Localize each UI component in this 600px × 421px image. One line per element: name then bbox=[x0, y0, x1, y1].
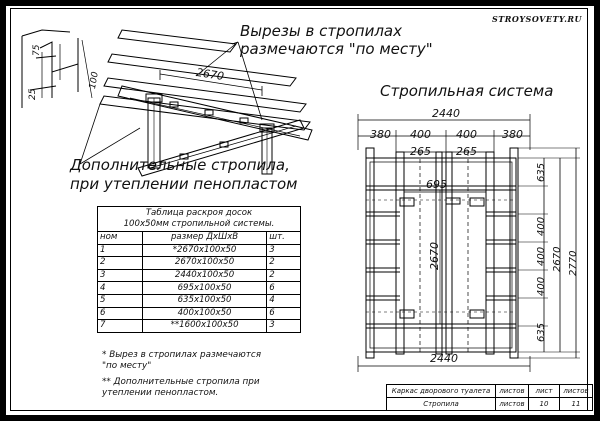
table-row: 5 635x100x50 4 bbox=[97, 293, 301, 308]
row-size: *2670x100x50 bbox=[141, 243, 268, 258]
header-size: размер ДхШхВ bbox=[141, 231, 268, 245]
row-qty: 2 bbox=[266, 268, 301, 283]
watermark: STROYSOVETY.RU bbox=[491, 14, 582, 24]
title-block-row-2: Стропила листов 10 11 bbox=[386, 397, 593, 411]
note-2-line2: утеплении пенопластом. bbox=[102, 388, 219, 398]
callout-extra-line1: Дополнительные стропила, bbox=[70, 156, 290, 174]
callout-extra-line2: при утеплении пенопластом bbox=[70, 175, 298, 193]
table-row: 7 **1600x100x50 3 bbox=[97, 319, 301, 333]
note-1-line1: * Вырез в стропилах размечаются bbox=[102, 350, 261, 360]
row-num: 4 bbox=[97, 281, 143, 295]
cut-table: Таблица раскроя досок 100x50мм стропильн… bbox=[97, 206, 301, 333]
row-qty: 3 bbox=[266, 319, 301, 333]
table-row: 3 2440x100x50 2 bbox=[97, 268, 301, 283]
row-size: **1600x100x50 bbox=[141, 319, 268, 333]
row-size: 2670x100x50 bbox=[141, 256, 268, 270]
row-qty: 6 bbox=[266, 306, 301, 321]
header-num: ном bbox=[97, 231, 143, 245]
drawing-frame bbox=[10, 8, 588, 411]
dim-bottom-2440: 2440 bbox=[430, 352, 458, 365]
cut-table-caption-line1: Таблица раскроя досок bbox=[145, 208, 253, 218]
row-num: 2 bbox=[97, 256, 143, 270]
dim-right-400-a: 400 bbox=[536, 216, 547, 236]
sheet-header: лист bbox=[528, 384, 560, 398]
row-qty: 4 bbox=[266, 293, 301, 308]
row-size: 2440x100x50 bbox=[141, 268, 268, 283]
callout-cuts-line1: Вырезы в стропилах bbox=[240, 22, 402, 40]
dim-seg-380-right: 380 bbox=[502, 128, 523, 141]
note-2-line1: ** Дополнительные стропила при bbox=[102, 377, 260, 387]
title-block-row-1: Каркас дворового туалета листов лист лис… bbox=[386, 384, 593, 398]
row-num: 3 bbox=[97, 268, 143, 283]
cut-table-caption-line2: 100x50мм стропильной системы. bbox=[123, 219, 275, 229]
dim-seg-400-right: 400 bbox=[456, 128, 477, 141]
note-1-line2: "по месту" bbox=[102, 361, 152, 371]
sheet-label-2: листов bbox=[495, 397, 529, 411]
table-row: 6 400x100x50 6 bbox=[97, 306, 301, 321]
cut-table-caption: Таблица раскроя досок 100x50мм стропильн… bbox=[97, 206, 301, 232]
sheets-total: 11 bbox=[559, 397, 593, 411]
sheet-label: листов bbox=[495, 384, 529, 398]
system-title: Стропильная система bbox=[380, 82, 554, 100]
dim-total-2770: 2770 bbox=[568, 250, 579, 276]
row-qty: 6 bbox=[266, 281, 301, 295]
dim-right-635-bottom: 635 bbox=[536, 322, 547, 342]
cut-table-caption-row: Таблица раскроя досок 100x50мм стропильн… bbox=[97, 206, 301, 232]
title-block: Каркас дворового туалета листов лист лис… bbox=[386, 384, 593, 411]
row-qty: 2 bbox=[266, 256, 301, 270]
table-row: 4 695x100x50 6 bbox=[97, 281, 301, 295]
dim-right-635-top: 635 bbox=[536, 162, 547, 182]
callout-cuts-line2: размечаются "по месту" bbox=[240, 40, 433, 58]
drawing-name: Стропила bbox=[386, 397, 496, 411]
table-row: 2 2670x100x50 2 bbox=[97, 256, 301, 270]
table-row: 1 *2670x100x50 3 bbox=[97, 243, 301, 258]
dim-seg-380-left: 380 bbox=[370, 128, 391, 141]
sheet-number: 10 bbox=[528, 397, 560, 411]
dim-695: 695 bbox=[426, 178, 447, 191]
row-num: 6 bbox=[97, 306, 143, 321]
dim-seg-265-left: 265 bbox=[410, 145, 431, 158]
row-num: 5 bbox=[97, 293, 143, 308]
row-size: 635x100x50 bbox=[141, 293, 268, 308]
row-num: 7 bbox=[97, 319, 143, 333]
project-name: Каркас дворового туалета bbox=[386, 384, 496, 398]
row-qty: 3 bbox=[266, 243, 301, 258]
sheets-header: листов bbox=[559, 384, 593, 398]
dim-2670-inner: 2670 bbox=[428, 242, 441, 270]
dim-right-400-c: 400 bbox=[536, 276, 547, 296]
row-size: 400x100x50 bbox=[141, 306, 268, 321]
row-num: 1 bbox=[97, 243, 143, 258]
dim-right-400-b: 400 bbox=[536, 246, 547, 266]
header-qty: шт. bbox=[266, 231, 301, 245]
cut-table-header-row: ном размер ДхШхВ шт. bbox=[97, 231, 301, 245]
dim-total-2670: 2670 bbox=[552, 246, 563, 272]
row-size: 695x100x50 bbox=[141, 281, 268, 295]
dim-seg-400-left: 400 bbox=[410, 128, 431, 141]
dim-seg-265-right: 265 bbox=[456, 145, 477, 158]
dim-top-2440: 2440 bbox=[432, 107, 460, 120]
